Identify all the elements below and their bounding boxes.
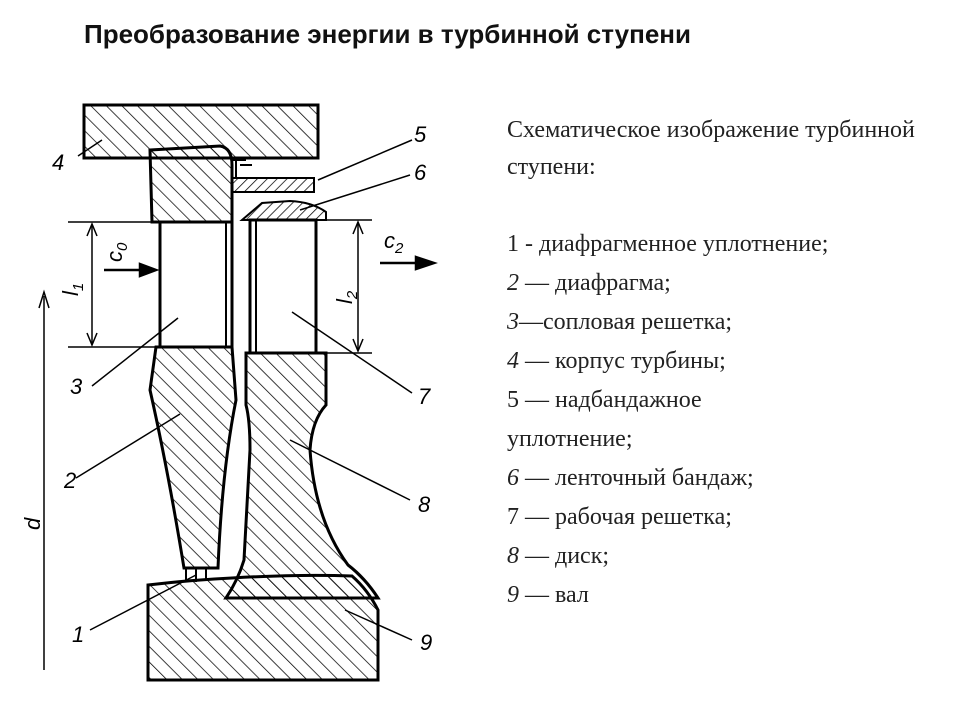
part-label-9: 9 bbox=[420, 630, 432, 655]
part-label-2: 2 bbox=[63, 468, 76, 493]
band-shroud bbox=[239, 199, 327, 221]
nozzle-height-dimension bbox=[68, 221, 160, 348]
shaft bbox=[146, 573, 380, 682]
outlet-velocity-arrow bbox=[380, 255, 438, 271]
inlet-velocity-arrow bbox=[104, 262, 160, 278]
part-label-1: 1 bbox=[72, 622, 84, 647]
part-label-3: 3 bbox=[70, 374, 83, 399]
leader-lines bbox=[75, 139, 413, 641]
slide-title: Преобразование энергии в турбинной ступе… bbox=[84, 19, 691, 49]
blade-height-dimension bbox=[316, 219, 372, 354]
part-label-6: 6 bbox=[414, 160, 427, 185]
nozzle-height-label: l1 bbox=[58, 283, 87, 296]
part-label-7: 7 bbox=[418, 384, 431, 409]
shroud-seal bbox=[232, 159, 252, 178]
legend-item-7: 7 — рабочая решетка; bbox=[507, 504, 732, 530]
legend-item-6: 6 — ленточный бандаж; bbox=[507, 465, 754, 491]
diameter-label: d bbox=[20, 517, 45, 530]
part-label-4: 4 bbox=[52, 150, 64, 175]
inlet-velocity-label: c0 bbox=[102, 242, 131, 262]
part-label-5: 5 bbox=[414, 122, 427, 147]
shroud-seal-strip bbox=[231, 177, 315, 193]
nozzle-outer-ring bbox=[148, 144, 234, 224]
legend-item-3: 3—сопловая решетка; bbox=[507, 309, 733, 335]
legend-item-5: 5 — надбандажное уплотнение; bbox=[507, 387, 702, 452]
legend-intro: Схематическое изображение турбинной ступ… bbox=[507, 117, 915, 180]
rotor-blade bbox=[248, 218, 318, 355]
legend-item-9: 9 — вал bbox=[507, 582, 589, 608]
legend-item-8: 8 — диск; bbox=[507, 543, 610, 569]
legend-item-2: 2 — диафрагма; bbox=[507, 270, 671, 296]
blade-height-label: l2 bbox=[332, 290, 361, 304]
nozzle-blade bbox=[158, 220, 234, 349]
diameter-dimension bbox=[38, 289, 50, 670]
part-label-8: 8 bbox=[418, 492, 431, 517]
legend-item-1: 1 - диафрагменное уплотнение; bbox=[507, 231, 829, 257]
turbine-casing bbox=[82, 103, 320, 160]
legend-item-4: 4 — корпус турбины; bbox=[507, 348, 726, 374]
outlet-velocity-label: c2 bbox=[384, 228, 404, 257]
legend: Схематическое изображение турбинной ступ… bbox=[507, 112, 947, 615]
disk bbox=[223, 351, 381, 600]
diaphragm bbox=[148, 345, 238, 570]
